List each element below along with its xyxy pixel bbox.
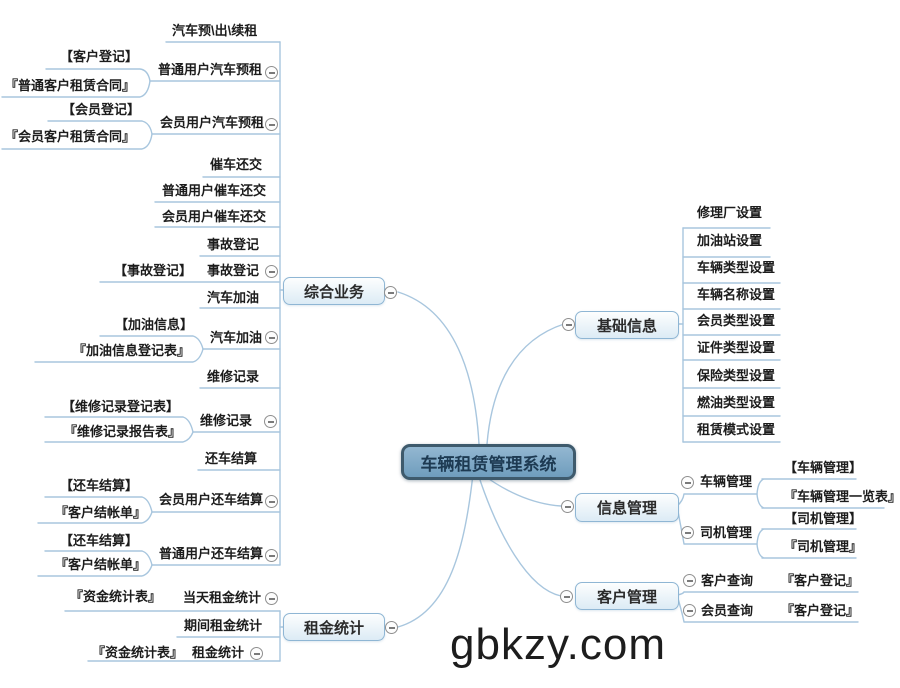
- doc-vehicle-mgmt[interactable]: 【车辆管理】: [784, 460, 863, 475]
- doc-fund-stat-table-1[interactable]: 『资金统计表』: [70, 589, 162, 604]
- topic-driver-mgmt[interactable]: 司机管理: [700, 525, 753, 540]
- doc-vehicle-mgmt-list[interactable]: 『车辆管理一览表』: [784, 489, 900, 504]
- topic-accident-header[interactable]: 事故登记: [207, 237, 260, 252]
- topic-repair-shop-setting[interactable]: 修理厂设置: [697, 205, 763, 220]
- doc-refuel-register-table[interactable]: 『加油信息登记表』: [73, 343, 191, 358]
- doc-customer-register-1[interactable]: 【客户登记】: [60, 49, 139, 64]
- collapse-icon-rent-stat[interactable]: [250, 647, 263, 660]
- topic-period-rent-stat[interactable]: 期间租金统计: [184, 618, 263, 633]
- doc-customer-register-q1[interactable]: 『客户登记』: [781, 573, 860, 588]
- collapse-icon-member-query[interactable]: [683, 604, 696, 617]
- topic-car-pre-out-renew[interactable]: 汽车预\出\续租: [172, 23, 258, 38]
- topic-insurance-type-setting[interactable]: 保险类型设置: [697, 368, 776, 383]
- doc-member-register[interactable]: 【会员登记】: [62, 102, 141, 117]
- topic-vehicle-type-setting[interactable]: 车辆类型设置: [697, 260, 776, 275]
- doc-customer-bill-1[interactable]: 『客户结帐单』: [55, 505, 147, 520]
- collapse-icon-infomgmt[interactable]: [561, 500, 574, 513]
- topic-gas-station-setting[interactable]: 加油站设置: [697, 233, 763, 248]
- topic-cert-type-setting[interactable]: 证件类型设置: [697, 340, 776, 355]
- collapse-icon-normal-settle[interactable]: [265, 549, 278, 562]
- topic-member-query[interactable]: 会员查询: [701, 603, 754, 618]
- topic-member-type-setting[interactable]: 会员类型设置: [697, 313, 776, 328]
- branch-box-comprehensive-business[interactable]: 综合业务: [283, 277, 385, 305]
- doc-fund-stat-table-2[interactable]: 『资金统计表』: [92, 645, 184, 660]
- collapse-icon-member-prerent[interactable]: [265, 118, 278, 131]
- topic-normal-user-prerent[interactable]: 普通用户汽车预租: [158, 62, 263, 77]
- topic-member-urge-return[interactable]: 会员用户催车还交: [162, 209, 267, 224]
- topic-vehicle-mgmt[interactable]: 车辆管理: [700, 474, 753, 489]
- topic-fuel-type-setting[interactable]: 燃油类型设置: [697, 395, 776, 410]
- topic-accident-register[interactable]: 事故登记: [207, 263, 260, 278]
- topic-member-user-prerent[interactable]: 会员用户汽车预租: [160, 115, 265, 130]
- collapse-icon-member-settle[interactable]: [265, 495, 278, 508]
- collapse-icon-comprehensive[interactable]: [384, 286, 397, 299]
- doc-member-rent-contract[interactable]: 『会员客户租赁合同』: [5, 129, 136, 144]
- doc-refuel-info[interactable]: 【加油信息】: [115, 317, 194, 332]
- topic-rent-stat[interactable]: 租金统计: [192, 645, 245, 660]
- branch-box-info-mgmt[interactable]: 信息管理: [575, 493, 679, 522]
- topic-rent-mode-setting[interactable]: 租赁模式设置: [697, 422, 776, 437]
- collapse-icon-repair[interactable]: [264, 415, 277, 428]
- collapse-icon-accident[interactable]: [265, 265, 278, 278]
- collapse-icon-normal-prerent[interactable]: [265, 66, 278, 79]
- collapse-icon-refuel[interactable]: [265, 331, 278, 344]
- topic-customer-query[interactable]: 客户查询: [701, 573, 754, 588]
- topic-refuel-header[interactable]: 汽车加油: [207, 290, 260, 305]
- collapse-icon-basicinfo[interactable]: [562, 318, 575, 331]
- doc-return-settle-1[interactable]: 【还车结算】: [60, 478, 139, 493]
- topic-urge-return[interactable]: 催车还交: [210, 157, 263, 172]
- collapse-icon-driver-mgmt[interactable]: [681, 526, 694, 539]
- collapse-icon-customermgmt[interactable]: [560, 590, 573, 603]
- topic-repair-record[interactable]: 维修记录: [200, 413, 253, 428]
- doc-repair-report-table[interactable]: 『维修记录报告表』: [64, 424, 182, 439]
- topic-today-rent-stat[interactable]: 当天租金统计: [183, 590, 262, 605]
- doc-customer-bill-2[interactable]: 『客户结帐单』: [55, 557, 147, 572]
- collapse-icon-today-rent[interactable]: [265, 592, 278, 605]
- doc-customer-register-q2[interactable]: 『客户登记』: [781, 603, 860, 618]
- collapse-icon-vehicle-mgmt[interactable]: [681, 476, 694, 489]
- doc-driver-mgmt-1[interactable]: 【司机管理】: [784, 511, 863, 526]
- watermark-text: gbkzy.com: [450, 620, 667, 669]
- topic-normal-return-settle[interactable]: 普通用户还车结算: [159, 546, 264, 561]
- branch-box-basic-info[interactable]: 基础信息: [575, 311, 679, 339]
- doc-accident-register[interactable]: 【事故登记】: [114, 263, 193, 278]
- topic-vehicle-name-setting[interactable]: 车辆名称设置: [697, 287, 776, 302]
- doc-return-settle-2[interactable]: 【还车结算】: [60, 533, 139, 548]
- collapse-icon-rentstat[interactable]: [385, 621, 398, 634]
- topic-member-return-settle[interactable]: 会员用户还车结算: [159, 492, 264, 507]
- topic-normal-urge-return[interactable]: 普通用户催车还交: [162, 183, 267, 198]
- topic-refuel[interactable]: 汽车加油: [210, 330, 263, 345]
- doc-normal-rent-contract[interactable]: 『普通客户租赁合同』: [5, 78, 136, 93]
- branch-box-rent-statistics[interactable]: 租金统计: [283, 613, 385, 641]
- doc-repair-register-table[interactable]: 【维修记录登记表】: [62, 399, 180, 414]
- collapse-icon-customer-query[interactable]: [683, 574, 696, 587]
- root-node-vehicle-rental-system[interactable]: 车辆租赁管理系统: [401, 444, 576, 480]
- branch-box-customer-mgmt[interactable]: 客户管理: [575, 582, 679, 610]
- topic-return-settle-header[interactable]: 还车结算: [205, 451, 258, 466]
- doc-driver-mgmt-2[interactable]: 『司机管理』: [784, 539, 863, 554]
- topic-repair-header[interactable]: 维修记录: [207, 369, 260, 384]
